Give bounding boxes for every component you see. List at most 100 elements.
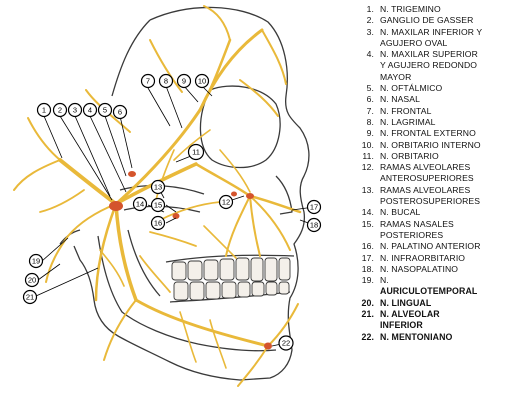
legend-item: MAYOR [352, 72, 527, 83]
legend-item-label: INFERIOR [380, 320, 423, 331]
callout-5: 5 [97, 102, 113, 118]
svg-text:21: 21 [26, 293, 34, 302]
legend-item: 10.N. ORBITARIO INTERNO [352, 140, 527, 151]
legend-item-number: 13. [361, 184, 374, 195]
legend-item-label: N. PALATINO ANTERIOR [380, 241, 481, 252]
legend-item-number: 3. [366, 26, 374, 37]
legend-item: 16. N. PALATINO ANTERIOR [352, 241, 527, 252]
legend-item: 17.N. INFRAORBITARIO [352, 253, 527, 264]
legend-item-label: N. LINGUAL [380, 297, 432, 308]
callout-21: 21 [22, 289, 38, 305]
legend-item-number: 18. [361, 263, 374, 274]
legend-item-number: 11. [362, 150, 374, 161]
svg-text:10: 10 [198, 77, 206, 86]
callout-14: 14 [132, 196, 148, 212]
legend-item-number: 4. [366, 49, 374, 60]
callout-4: 4 [82, 102, 98, 118]
svg-text:7: 7 [146, 77, 150, 86]
legend-item-number: 9. [366, 128, 374, 139]
legend-item-label: N. BUCAL [380, 207, 421, 218]
legend-item-label: POSTEROSUPERIORES [380, 196, 481, 207]
legend-item-number [352, 230, 380, 241]
legend-item-number: 19. [361, 275, 374, 286]
legend-item: 20. N. LINGUAL [352, 298, 527, 309]
callout-2: 2 [52, 102, 68, 118]
svg-text:20: 20 [28, 276, 36, 285]
callout-12: 12 [218, 194, 234, 210]
skull-nerve-illustration: 1 2 3 4 5 6 7 8 9 10 11 12 13 14 15 16 1… [13, 5, 322, 387]
callout-15: 15 [150, 197, 166, 213]
legend-item: 12. RAMAS ALVEOLARES [352, 162, 527, 173]
callout-11: 11 [187, 143, 205, 161]
svg-text:16: 16 [154, 219, 162, 228]
legend-item-number: 21. [361, 309, 374, 320]
legend-item-number: 2. [366, 15, 374, 26]
svg-text:4: 4 [88, 106, 92, 115]
legend-item: 21.N. ALVEOLAR [352, 309, 527, 320]
callout-10: 10 [194, 73, 210, 89]
legend-item-label: N. FRONTAL EXTERNO [380, 128, 476, 139]
legend-item-label: N. FRONTAL [380, 105, 432, 116]
svg-text:12: 12 [222, 198, 230, 207]
legend-item-number [352, 320, 380, 331]
svg-text:18: 18 [310, 221, 318, 230]
legend-item-number: 22. [361, 331, 374, 342]
legend-item-number: 17. [361, 252, 374, 263]
legend-item-label: N. NASOPALATINO [380, 263, 459, 274]
legend-item: 11.N. ORBITARIO [352, 151, 527, 162]
legend-item: 13.RAMAS ALVEOLARES [352, 185, 527, 196]
callout-leader-lines [35, 85, 315, 347]
legend-item-number [352, 173, 380, 184]
legend-item: 3. N. MAXILAR INFERIOR Y [352, 27, 527, 38]
legend-item-number: 5. [366, 83, 374, 94]
svg-text:17: 17 [310, 203, 318, 212]
callout-17: 17 [306, 199, 322, 215]
legend-item-number: 6. [366, 94, 374, 105]
legend-item-label: AGUJERO OVAL [380, 37, 448, 48]
teeth [171, 257, 291, 301]
legend-item-number: 20. [361, 297, 374, 308]
legend-item-label: POSTERIORES [380, 229, 444, 240]
callout-18: 18 [306, 217, 322, 233]
legend-item: 1.N. TRIGEMINO [352, 4, 527, 15]
legend-item-label: ANTEROSUPERIORES [380, 173, 474, 184]
legend-item: ANTEROSUPERIORES [352, 173, 527, 184]
callout-20: 20 [24, 272, 40, 288]
legend-item-label: N. MENTONIANO [380, 331, 453, 342]
svg-text:19: 19 [32, 257, 40, 266]
ganglion-markers [109, 171, 272, 350]
legend-item-number: 15. [361, 218, 374, 229]
legend-item: Y AGUJERO REDONDO [352, 60, 527, 71]
legend-item-label: N. LAGRIMAL [380, 116, 436, 127]
legend-item-number: 7. [366, 105, 374, 116]
legend-item-label: AURICULOTEMPORAL [380, 286, 478, 297]
legend-item: 4.N. MAXILAR SUPERIOR [352, 49, 527, 60]
callout-19: 19 [28, 253, 44, 269]
svg-text:6: 6 [118, 108, 122, 117]
legend-item-number: 16. [361, 241, 374, 252]
legend-item: 19.N. [352, 275, 527, 286]
callout-6: 6 [112, 104, 128, 120]
svg-text:5: 5 [103, 106, 107, 115]
legend-item-label: N. MAXILAR INFERIOR Y [380, 26, 483, 37]
svg-text:22: 22 [282, 339, 290, 348]
svg-text:8: 8 [164, 77, 168, 86]
legend-item-label: RAMAS NASALES [380, 218, 454, 229]
svg-text:13: 13 [154, 183, 162, 192]
legend-item: POSTEROSUPERIORES [352, 196, 527, 207]
legend-item-number [352, 196, 380, 207]
legend-item: INFERIOR [352, 320, 527, 331]
legend-item: POSTERIORES [352, 230, 527, 241]
callout-13: 13 [150, 179, 166, 195]
legend-item-number: 12. [361, 162, 374, 173]
legend-item: 14.N. BUCAL [352, 207, 527, 218]
svg-text:14: 14 [136, 200, 144, 209]
legend-item-label: RAMAS ALVEOLARES [380, 162, 471, 173]
legend-item: 5.N. OFTÁLMICO [352, 83, 527, 94]
callout-7: 7 [140, 73, 156, 89]
legend-item: AGUJERO OVAL [352, 38, 527, 49]
legend-item-label: MAYOR [380, 71, 412, 82]
legend-item-label: N. TRIGEMINO [380, 4, 441, 14]
svg-text:15: 15 [154, 201, 162, 210]
